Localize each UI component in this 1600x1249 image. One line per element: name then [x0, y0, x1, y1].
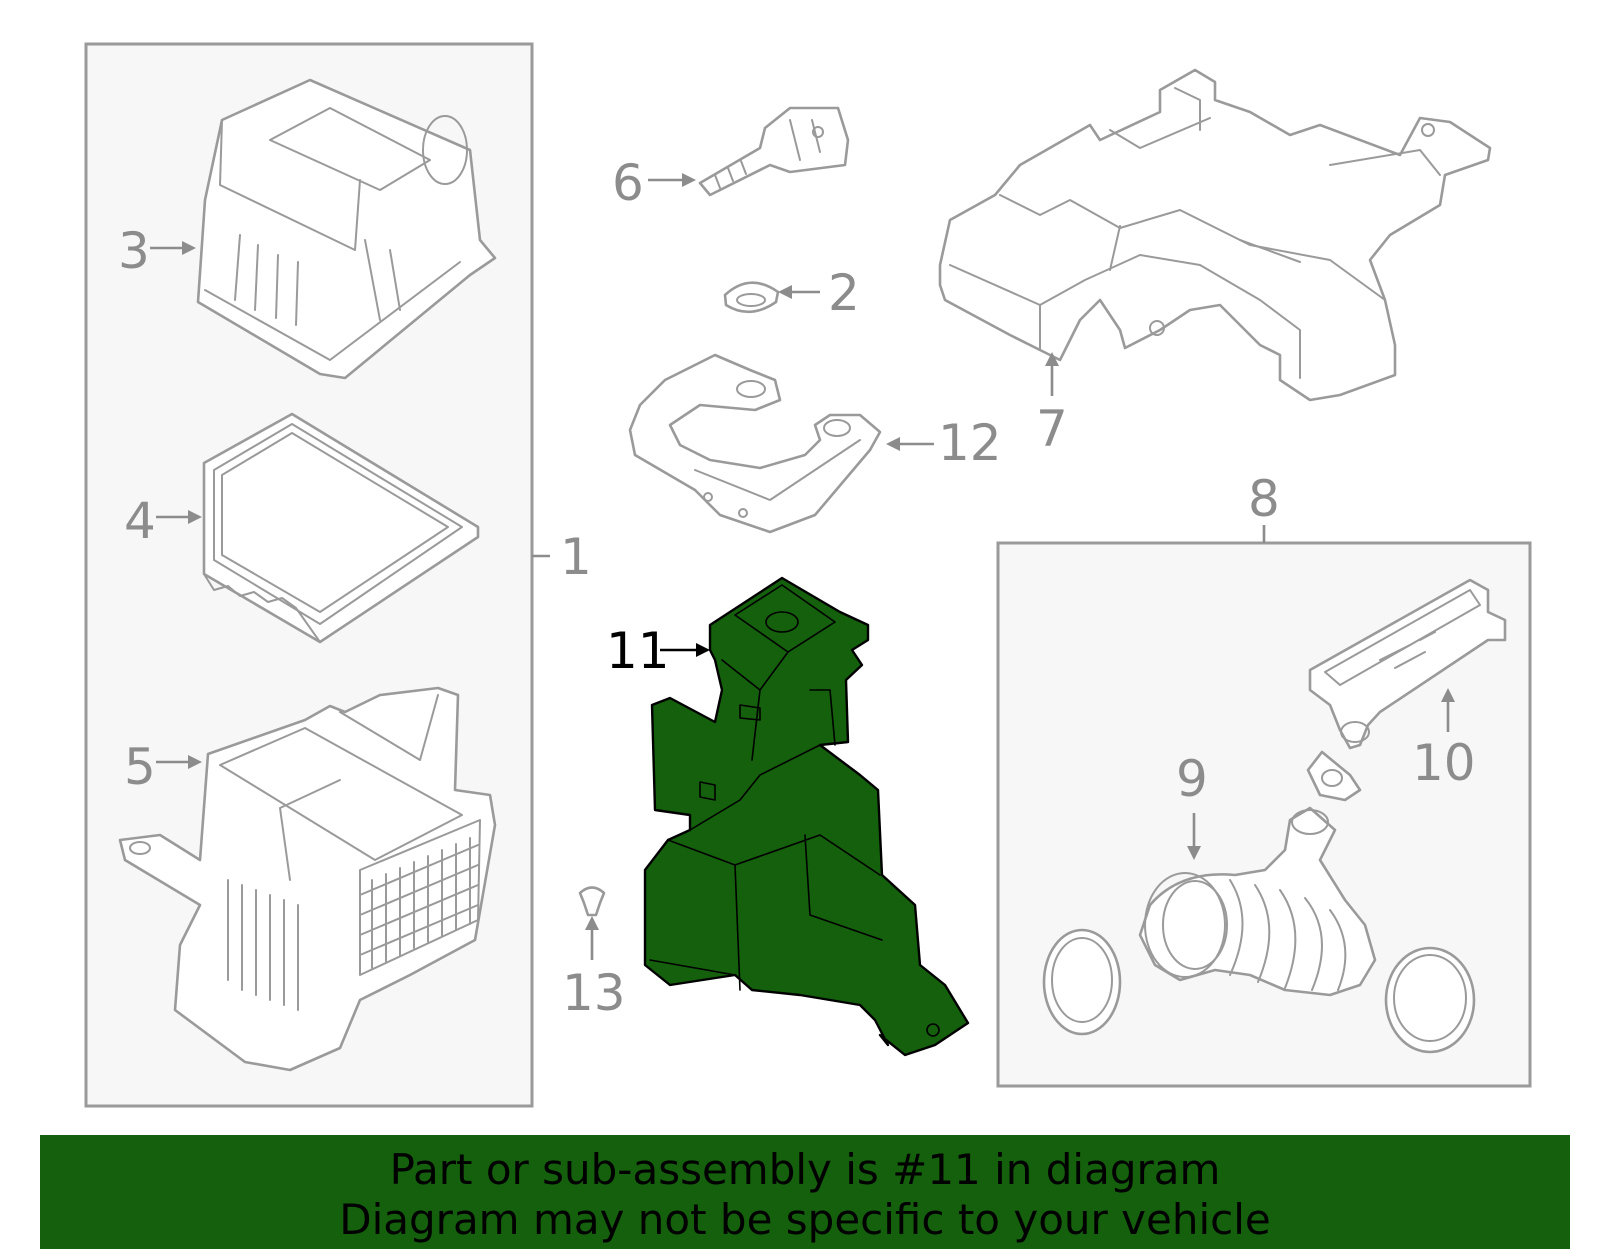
callout-8: 8 [1248, 470, 1280, 528]
callout-3: 3 [118, 222, 150, 280]
part-6-sensor[interactable] [698, 106, 850, 197]
part-9-intake-hose[interactable] [1138, 806, 1377, 997]
part-clamp-right[interactable] [1384, 946, 1476, 1054]
callout-11: 11 [606, 622, 670, 680]
banner-line-2: Diagram may not be specific to your vehi… [339, 1195, 1271, 1244]
callout-12: 12 [938, 414, 1002, 472]
callout-10: 10 [1412, 734, 1476, 792]
part-clamp-left[interactable] [1042, 928, 1122, 1036]
callout-6: 6 [612, 154, 644, 212]
part-11-air-intake-duct[interactable] [643, 576, 970, 1057]
callout-9: 9 [1176, 750, 1208, 808]
info-banner: Part or sub-assembly is #11 in diagram D… [40, 1135, 1570, 1249]
part-7-air-duct[interactable] [938, 68, 1492, 402]
callout-4: 4 [124, 492, 156, 550]
callout-7: 7 [1036, 400, 1068, 458]
callout-1: 1 [560, 528, 592, 586]
callout-5: 5 [124, 738, 156, 796]
part-10-resonator[interactable] [1308, 578, 1507, 750]
part-seal[interactable] [1306, 750, 1362, 802]
part-3-air-cleaner-cover[interactable] [196, 78, 497, 380]
callout-13: 13 [562, 964, 626, 1022]
banner-line-1: Part or sub-assembly is #11 in diagram [389, 1145, 1221, 1194]
part-12-bracket[interactable] [628, 353, 882, 534]
callout-2: 2 [828, 264, 860, 322]
part-4-filter-element[interactable] [202, 412, 480, 644]
part-2-grommet[interactable] [723, 281, 780, 314]
part-5-lower-housing[interactable] [118, 686, 497, 1072]
part-13-clip[interactable] [578, 886, 606, 917]
